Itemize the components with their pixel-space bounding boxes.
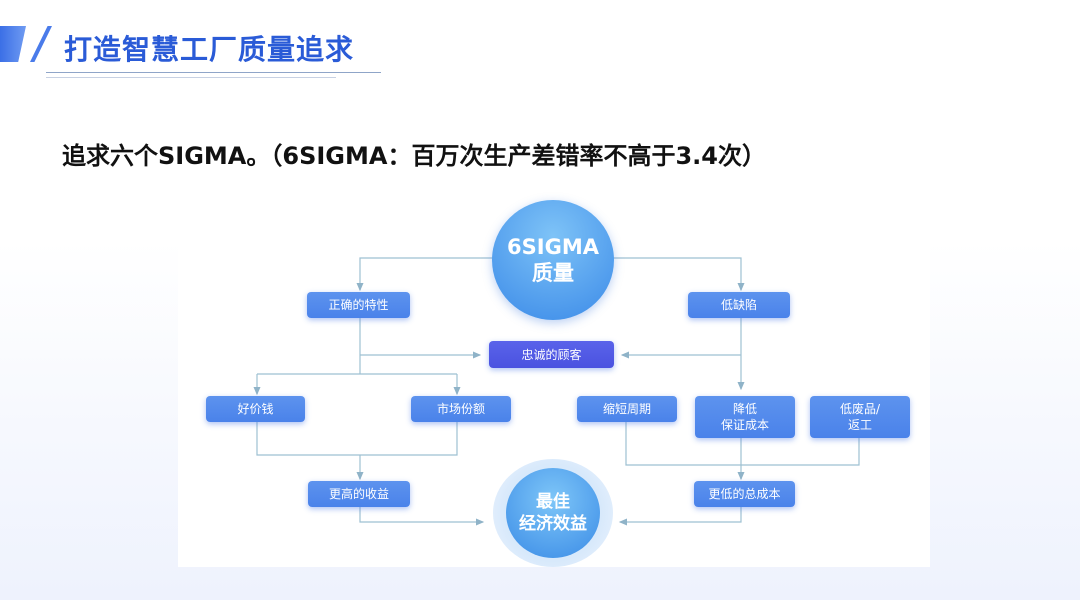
node-reduce-warranty-cost: 降低 保证成本 xyxy=(695,396,795,438)
node-higher-revenue: 更高的收益 xyxy=(308,481,410,507)
title-divider-secondary xyxy=(46,77,336,78)
node-label: 6SIGMA xyxy=(507,235,599,259)
node-label: 最佳 xyxy=(536,492,570,512)
node-good-price: 好价钱 xyxy=(206,396,305,422)
node-label: 保证成本 xyxy=(720,418,769,432)
six-sigma-quality-node: 6SIGMA 质量 xyxy=(492,200,614,320)
node-label: 经济效益 xyxy=(519,514,587,534)
node-loyal-customer: 忠诚的顾客 xyxy=(489,341,614,368)
subtitle: 追求六个SIGMA。（6SIGMA：百万次生产差错率不高于3.4次） xyxy=(62,142,766,170)
node-lower-total-cost: 更低的总成本 xyxy=(694,481,795,507)
title-divider xyxy=(46,72,381,73)
node-label: 低废品/ xyxy=(839,402,881,416)
node-low-scrap-rework: 低废品/ 返工 xyxy=(810,396,910,438)
node-label: 返工 xyxy=(847,418,872,432)
page-title: 打造智慧工厂质量追求 xyxy=(64,33,355,66)
node-label: 质量 xyxy=(532,261,574,285)
node-low-defect: 低缺陷 xyxy=(688,292,790,318)
node-shorten-cycle: 缩短周期 xyxy=(577,396,677,422)
best-economic-benefit-node: 最佳 经济效益 xyxy=(506,468,600,558)
node-correct-characteristics: 正确的特性 xyxy=(307,292,410,318)
node-label: 降低 xyxy=(732,402,757,416)
node-market-share: 市场份额 xyxy=(411,396,511,422)
